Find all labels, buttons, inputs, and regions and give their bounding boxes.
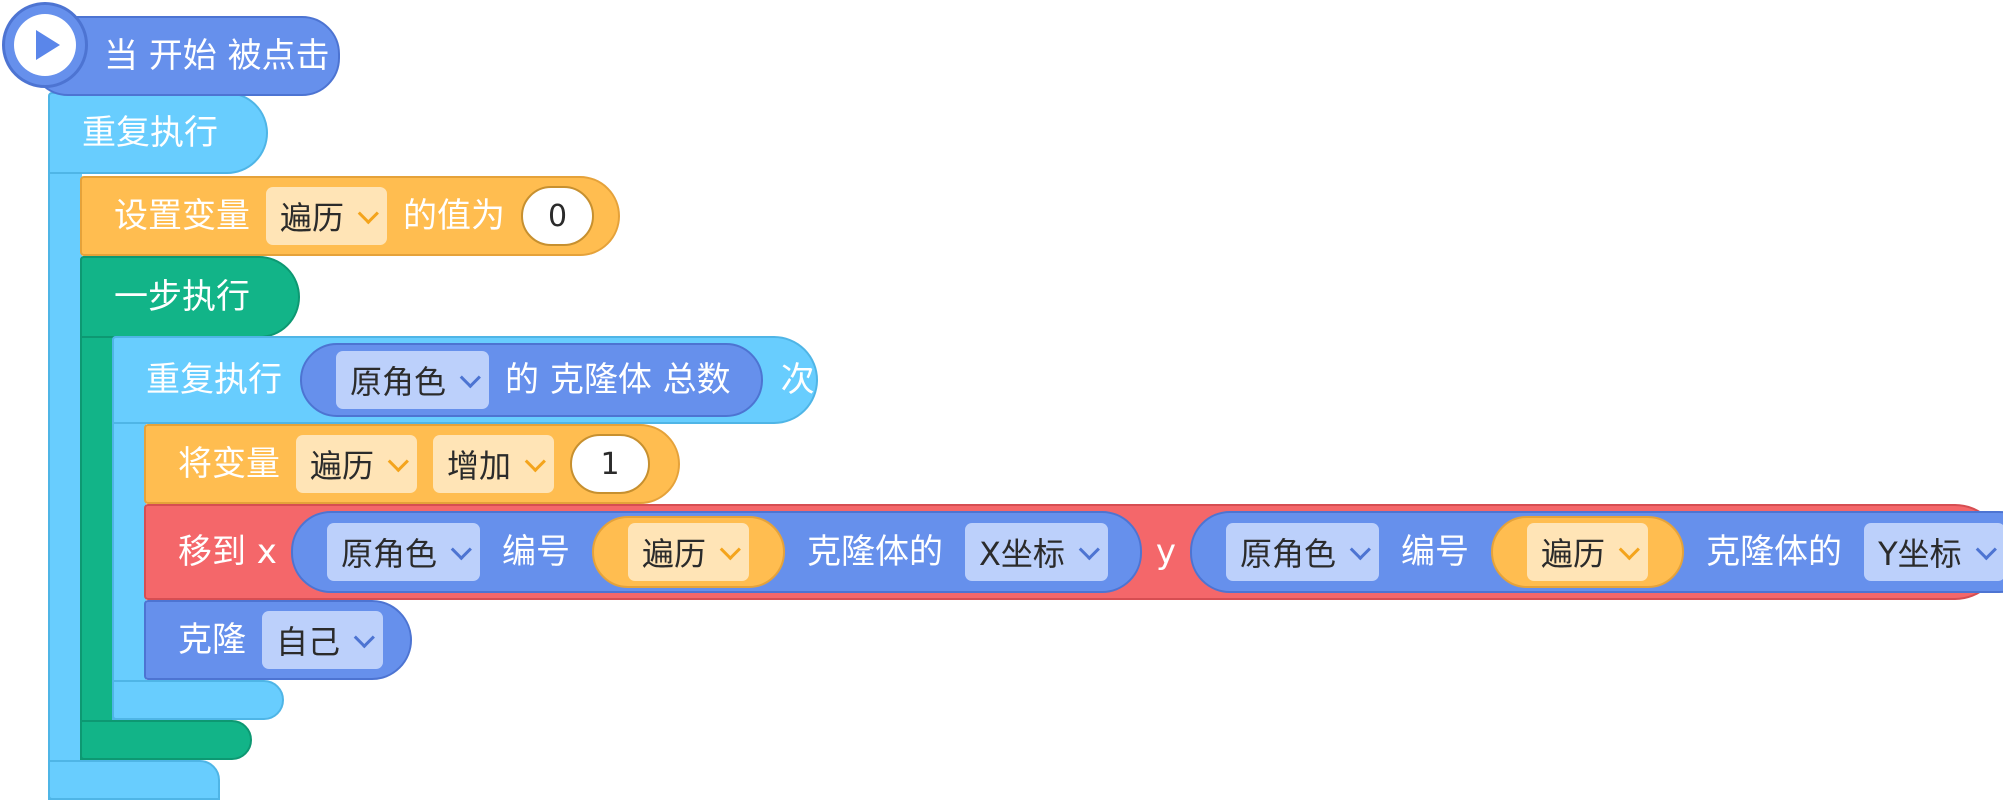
change-variable-label: 将变量 [178,444,280,484]
sprite-name: 原角色 [350,363,447,401]
variable-name: 遍历 [1541,535,1606,573]
chevron-down-icon [1975,538,1997,560]
variable-name: 遍历 [280,199,345,237]
chevron-down-icon [524,450,546,472]
x-of-label: 克隆体的 [806,532,943,572]
x-index-label: 编号 [501,532,570,572]
clone-label: 克隆 [178,620,246,660]
variable-name: 遍历 [310,447,375,485]
y-index-dropdown[interactable]: 遍历 [1527,523,1649,581]
chevron-down-icon [357,202,379,224]
move-label: 移到 x [178,532,277,572]
chevron-down-icon [1349,538,1371,560]
operation-name: 增加 [447,447,512,485]
chevron-down-icon [1618,538,1640,560]
step-label: 一步执行 [114,277,250,317]
sprite-name: 原角色 [340,535,437,573]
increment-text: 1 [600,446,620,482]
variable-name: 遍历 [641,535,706,573]
clone-target-dropdown[interactable]: 自己 [262,611,384,669]
set-variable-label: 设置变量 [114,196,250,236]
value-text: 0 [547,198,568,234]
x-clone-property-reporter[interactable]: 原角色 编号 遍历 克隆体的 X坐标 [290,511,1142,593]
x-index-dropdown[interactable]: 遍历 [627,523,749,581]
play-icon[interactable] [2,2,88,88]
chevron-down-icon [353,626,375,648]
forever-label: 重复执行 [82,113,218,153]
clone-target-name: 自己 [276,623,341,661]
clone-count-reporter[interactable]: 原角色 的 克隆体 总数 [300,343,763,417]
sprite-dropdown[interactable]: 原角色 [336,351,490,409]
y-index-label: 编号 [1401,532,1470,572]
y-property-dropdown[interactable]: Y坐标 [1864,523,2003,581]
x-sprite-dropdown[interactable]: 原角色 [326,523,480,581]
chevron-down-icon [719,538,741,560]
forever-block-arm [48,100,82,800]
property-name: X坐标 [978,535,1065,573]
x-property-dropdown[interactable]: X坐标 [964,523,1108,581]
property-name: Y坐标 [1878,535,1962,573]
change-variable-dropdown[interactable]: 遍历 [296,435,418,493]
step-execute-block[interactable]: 一步执行 [80,256,300,338]
event-label: 当 开始 被点击 [104,36,330,76]
y-sprite-dropdown[interactable]: 原角色 [1226,523,1380,581]
y-clone-property-reporter[interactable]: 原角色 编号 遍历 克隆体的 Y坐标 [1190,511,2003,593]
y-of-label: 克隆体的 [1706,532,1843,572]
times-label: 次 [780,360,815,400]
set-variable-block[interactable]: 设置变量 遍历 的值为 0 [80,176,620,256]
value-input[interactable]: 0 [521,186,594,246]
clone-count-label: 的 克隆体 总数 [505,360,731,400]
repeat-times-block[interactable]: 重复执行 原角色 的 克隆体 总数 次 [112,336,818,424]
operation-dropdown[interactable]: 增加 [433,435,555,493]
forever-block[interactable]: 重复执行 [48,92,268,174]
set-variable-dropdown[interactable]: 遍历 [266,187,388,245]
chevron-down-icon [387,450,409,472]
x-index-variable[interactable]: 遍历 [591,516,785,588]
move-to-xy-block[interactable]: 移到 x 原角色 编号 遍历 克隆体的 X坐标 y 原角色 [144,504,2003,600]
step-block-bottom [80,720,252,760]
chevron-down-icon [450,538,472,560]
increment-input[interactable]: 1 [570,434,651,494]
forever-block-bottom [48,760,220,800]
y-index-variable[interactable]: 遍历 [1491,516,1685,588]
repeat-block-bottom [112,680,284,720]
value-label: 的值为 [403,196,506,236]
step-block-arm [80,256,114,760]
chevron-down-icon [1078,538,1100,560]
change-variable-block[interactable]: 将变量 遍历 增加 1 [144,424,680,504]
y-label: y [1155,532,1177,572]
clone-block[interactable]: 克隆 自己 [144,600,412,680]
sprite-name: 原角色 [1240,535,1337,573]
chevron-down-icon [459,366,481,388]
repeat-label: 重复执行 [146,360,282,400]
